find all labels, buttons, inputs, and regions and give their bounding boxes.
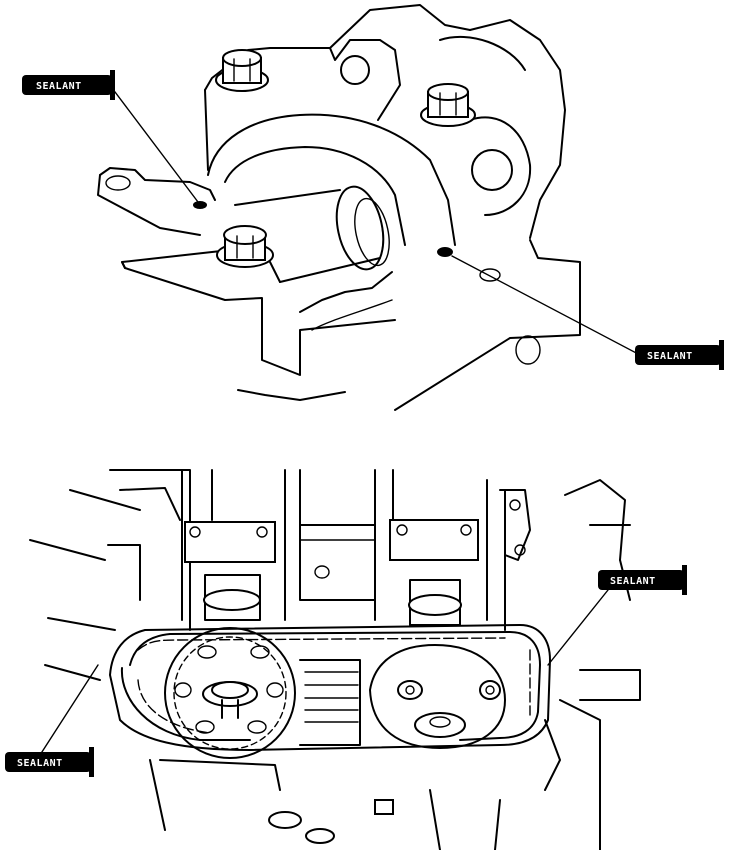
sealant-callout-bottom-left: SEALANT: [5, 747, 94, 777]
sealant-label-bottom-right: SEALANT: [610, 576, 656, 587]
timing-chain-figure: [29, 469, 641, 850]
bolt-left: [216, 225, 274, 268]
sealant-callout-bottom-right: SEALANT: [598, 565, 687, 595]
camshaft-cap-figure: [97, 4, 641, 411]
bolt-top-left: [215, 49, 269, 92]
sealant-point-left: [193, 201, 207, 209]
sealant-label-bottom-left: SEALANT: [17, 758, 63, 769]
sprocket-right: [369, 644, 506, 749]
sealant-label-top-left: SEALANT: [36, 81, 82, 92]
bolt-top-right: [420, 83, 476, 127]
sealant-point-right: [437, 247, 453, 257]
sprocket-left: [164, 627, 296, 759]
sealant-callout-top-left: SEALANT: [22, 70, 115, 100]
sealant-callout-top-right: SEALANT: [635, 340, 724, 370]
sealant-label-top-right: SEALANT: [647, 351, 693, 362]
lower-bolts: [268, 799, 394, 844]
timing-chain: [120, 631, 541, 741]
